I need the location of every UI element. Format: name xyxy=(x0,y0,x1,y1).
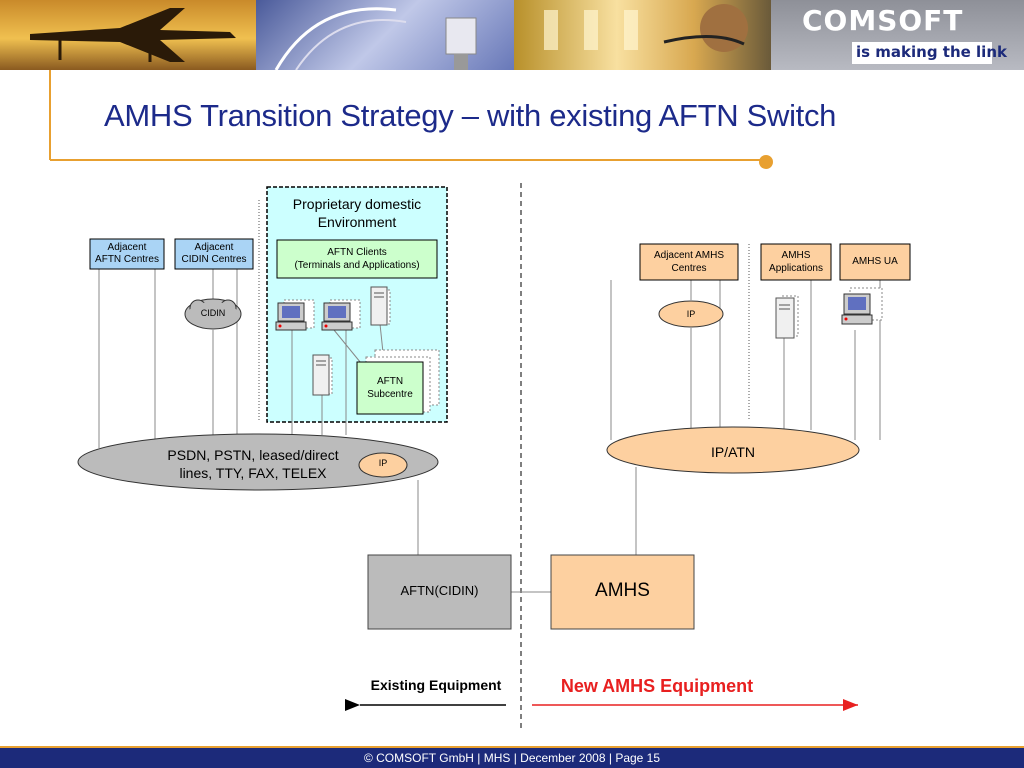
amhs-label: AMHS xyxy=(595,580,650,601)
adjacent-cidin-label: Adjacent CIDIN Centres xyxy=(181,242,247,265)
ip-left-label: IP xyxy=(378,458,388,468)
amhs-ua-box xyxy=(839,243,911,281)
airplane-photo xyxy=(0,0,256,70)
workstation-icon xyxy=(321,299,361,331)
server-icon xyxy=(370,286,391,326)
proprietary-environment-label: Proprietary domestic Environment xyxy=(292,196,422,230)
header-banner: COMSOFT is making the link xyxy=(0,0,1024,70)
airplane-icon xyxy=(30,8,236,62)
ip-cloud-right-icon xyxy=(658,300,724,328)
logo-tagline-bar: is making the link xyxy=(852,42,1007,64)
aftn-clients-label: AFTN Clients (Terminals and Applications… xyxy=(294,247,420,271)
new-equipment-label: New AMHS Equipment xyxy=(560,676,754,696)
amhs-ua-label: AMHS UA xyxy=(852,256,898,267)
ip-cloud-left-icon xyxy=(358,452,408,478)
title-underline xyxy=(49,70,773,169)
ip-right-label: IP xyxy=(686,309,696,319)
cidin-cloud-icon xyxy=(184,298,242,330)
workstation-icon xyxy=(841,287,883,325)
psdn-label: PSDN, PSTN, leased/direct lines, TTY, FA… xyxy=(167,447,339,481)
logo-tagline: is making the link xyxy=(856,43,1007,61)
antenna-photo xyxy=(256,0,514,70)
aftn-subcentre-box xyxy=(356,361,424,415)
adjacent-aftn-box xyxy=(89,238,165,270)
adjacent-aftn-label: Adjacent AFTN Centres xyxy=(95,242,159,265)
adjacent-amhs-box xyxy=(639,243,739,281)
terminal-photo xyxy=(514,0,771,70)
footer-text: © COMSOFT GmbH | MHS | December 2008 | P… xyxy=(363,751,661,765)
aftn-cidin-label: AFTN(CIDIN) xyxy=(400,583,479,598)
logo-panel: COMSOFT is making the link xyxy=(771,0,1024,70)
psdn-cloud-icon xyxy=(77,433,439,491)
amhs-applications-box xyxy=(760,243,832,281)
server-icon xyxy=(775,295,799,339)
radar-icon xyxy=(274,7,477,70)
aftn-subcentre-label: AFTN Subcentre xyxy=(367,376,413,400)
page-title: AMHS Transition Strategy – with existing… xyxy=(104,98,837,133)
controller-icon xyxy=(544,4,748,52)
adjacent-amhs-label: Adjacent AMHS Centres xyxy=(653,250,725,274)
cidin-label: CIDIN xyxy=(200,308,226,318)
aftn-cidin-switch-box xyxy=(367,554,512,630)
ipatn-label: IP/ATN xyxy=(710,444,756,460)
footer-bar: © COMSOFT GmbH | MHS | December 2008 | P… xyxy=(0,746,1024,768)
amhs-applications-label: AMHS Applications xyxy=(769,250,823,274)
transition-diagram xyxy=(49,70,911,730)
existing-equipment-label: Existing Equipment xyxy=(370,677,502,693)
adjacent-cidin-box xyxy=(174,238,254,270)
ipatn-cloud-icon xyxy=(606,426,860,474)
company-logo: COMSOFT xyxy=(802,4,964,37)
server-icon xyxy=(312,354,333,396)
amhs-box xyxy=(550,554,695,630)
workstation-icon xyxy=(275,299,315,331)
aftn-clients-box xyxy=(276,239,438,279)
